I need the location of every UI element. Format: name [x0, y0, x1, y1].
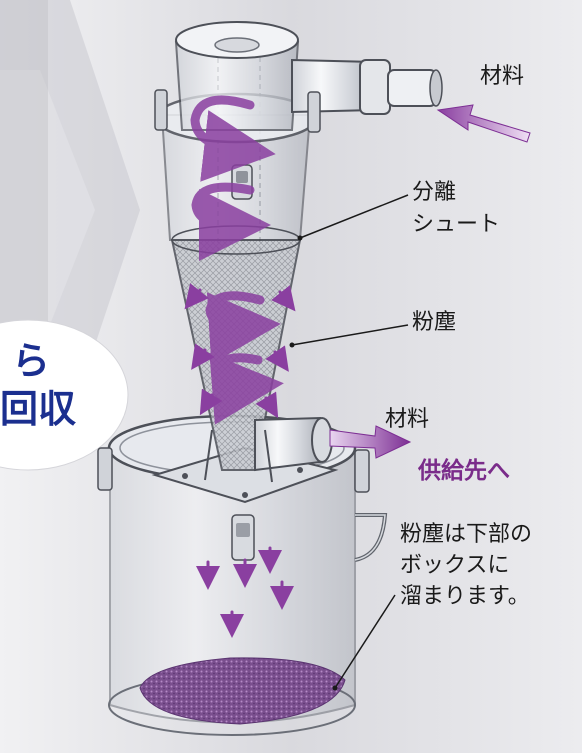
- label-material-out: 材料: [385, 407, 430, 432]
- clamp-right: [354, 449, 370, 493]
- note-line3: 溜まります。: [400, 584, 530, 609]
- clamp-left: [97, 447, 113, 491]
- label-supply-destination: 供給先へ: [418, 458, 510, 484]
- latch-left: [154, 89, 168, 131]
- clamp-front: [231, 514, 255, 561]
- callout-line2: 回収: [0, 387, 77, 431]
- material-in-arrow: [436, 104, 531, 143]
- label-dust: 粉塵: [412, 310, 457, 335]
- callout-line1: ら: [12, 339, 51, 383]
- dust-pile: [139, 657, 346, 725]
- swirl-arrows: [190, 95, 284, 425]
- outlet-pipe: [254, 416, 321, 472]
- callout-bubble: [0, 319, 129, 471]
- material-out-arrow: [329, 425, 412, 459]
- label-separation-chute-1: 分離: [412, 180, 457, 205]
- latch-right: [307, 91, 321, 133]
- leader-lines: [291, 194, 409, 689]
- dust-particle-arrows: [184, 283, 296, 638]
- note-line2: ボックスに: [400, 553, 510, 578]
- note-line1: 粉塵は下部の: [400, 522, 533, 547]
- label-material-in: 材料: [480, 64, 525, 89]
- label-separation-chute-2: シュート: [412, 212, 501, 237]
